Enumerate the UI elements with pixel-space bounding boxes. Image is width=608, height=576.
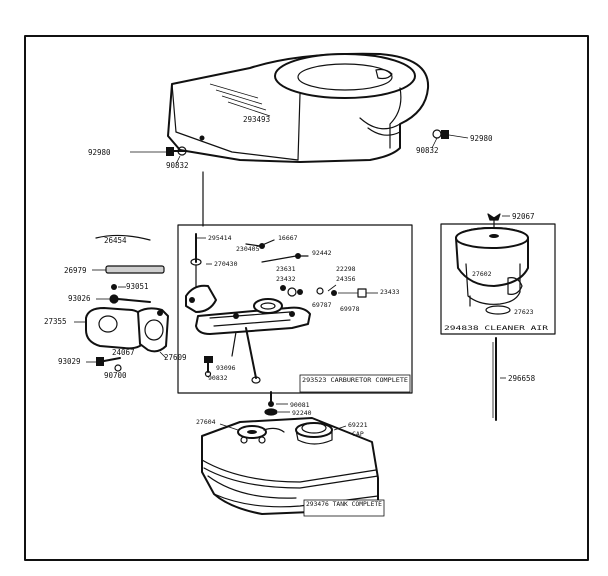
part-number-washer-right: 90832	[416, 146, 439, 155]
fuel-tank	[201, 417, 379, 515]
carburetor-callout: 293523 CARBURETOR COMPLETE	[302, 376, 408, 384]
part-number-idle-screw: 24356	[336, 275, 356, 283]
part-number-screw-b: 23432	[276, 275, 296, 283]
part-number-valve: 270430	[214, 260, 238, 268]
part-number-screw-right: 92980	[470, 134, 493, 143]
part-number-fuel-cap: 69221	[348, 421, 368, 429]
bolt-b	[86, 357, 121, 366]
part-number-throttle-shaft-kit: 26454	[104, 236, 127, 245]
part-number-spring-b: 22298	[336, 265, 356, 273]
part-number-washer-left: 90832	[166, 161, 189, 170]
part-number-needle: 93026	[68, 294, 91, 303]
part-number-wing-nut: 92067	[512, 212, 535, 221]
part-number-nut: 90700	[104, 371, 127, 380]
carb-screw	[204, 356, 213, 378]
part-number-tank-bracket: 27604	[196, 418, 216, 426]
carburetor-parts	[185, 233, 378, 384]
screw-left	[130, 146, 187, 156]
part-number-choke-shaft: 295414	[208, 234, 232, 242]
air-cleaner-body	[455, 227, 529, 315]
part-number-gasket: 26979	[64, 266, 87, 275]
part-number-fuel-line-rod: 296658	[508, 374, 536, 383]
part-number-screw-left: 92980	[88, 148, 111, 157]
part-number-air-cleaner-body: 27602	[472, 270, 492, 278]
carburetor-callout-box	[299, 374, 411, 393]
float	[111, 284, 117, 290]
part-number-fuel-pipe: 23433	[380, 288, 400, 296]
fuel-cap-label: CAP	[352, 430, 364, 438]
part-number-washer-c: 90832	[208, 374, 228, 382]
carburetor-group-box	[177, 224, 413, 394]
part-number-lever: 230405	[236, 245, 260, 253]
gasket	[92, 265, 165, 274]
screw-right	[432, 129, 469, 139]
air-cleaner-callout: 294838 CLEANER AIR	[444, 324, 548, 332]
part-number-needle-valve: 69787	[312, 301, 332, 309]
part-number-screw-top: 90081	[290, 401, 310, 409]
diagram-frame	[24, 35, 589, 561]
part-number-blower-housing: 293493	[243, 115, 270, 124]
part-number-spring-a: 16667	[278, 234, 298, 242]
wing-nut	[487, 213, 510, 229]
blower-housing	[167, 52, 430, 163]
air-cleaner-group-box	[440, 223, 556, 335]
part-number-plate: 27609	[164, 353, 187, 362]
tank-top-screws	[264, 391, 290, 416]
part-number-screw-a: 23631	[276, 265, 296, 273]
part-number-link: 92442	[312, 249, 332, 257]
intake-manifold	[85, 307, 169, 353]
part-number-screw-top2: 92240	[292, 409, 312, 417]
part-number-bolt-a: 24067	[112, 348, 135, 357]
part-number-screw-c: 93096	[216, 364, 236, 372]
part-number-float: 93051	[126, 282, 149, 291]
part-number-intake-manifold: 27355	[44, 317, 67, 326]
needle	[96, 294, 151, 304]
throttle-shaft	[95, 234, 151, 241]
part-number-air-cleaner-screw: 27623	[514, 308, 534, 316]
fuel-tank-callout-box	[303, 499, 385, 517]
part-number-bolt-b: 93029	[58, 357, 81, 366]
fuel-tank-callout: 293476 TANK COMPLETE	[306, 500, 382, 508]
nut	[114, 364, 122, 372]
fuel-line-rod	[492, 337, 506, 421]
part-number-seat: 69978	[340, 305, 360, 313]
